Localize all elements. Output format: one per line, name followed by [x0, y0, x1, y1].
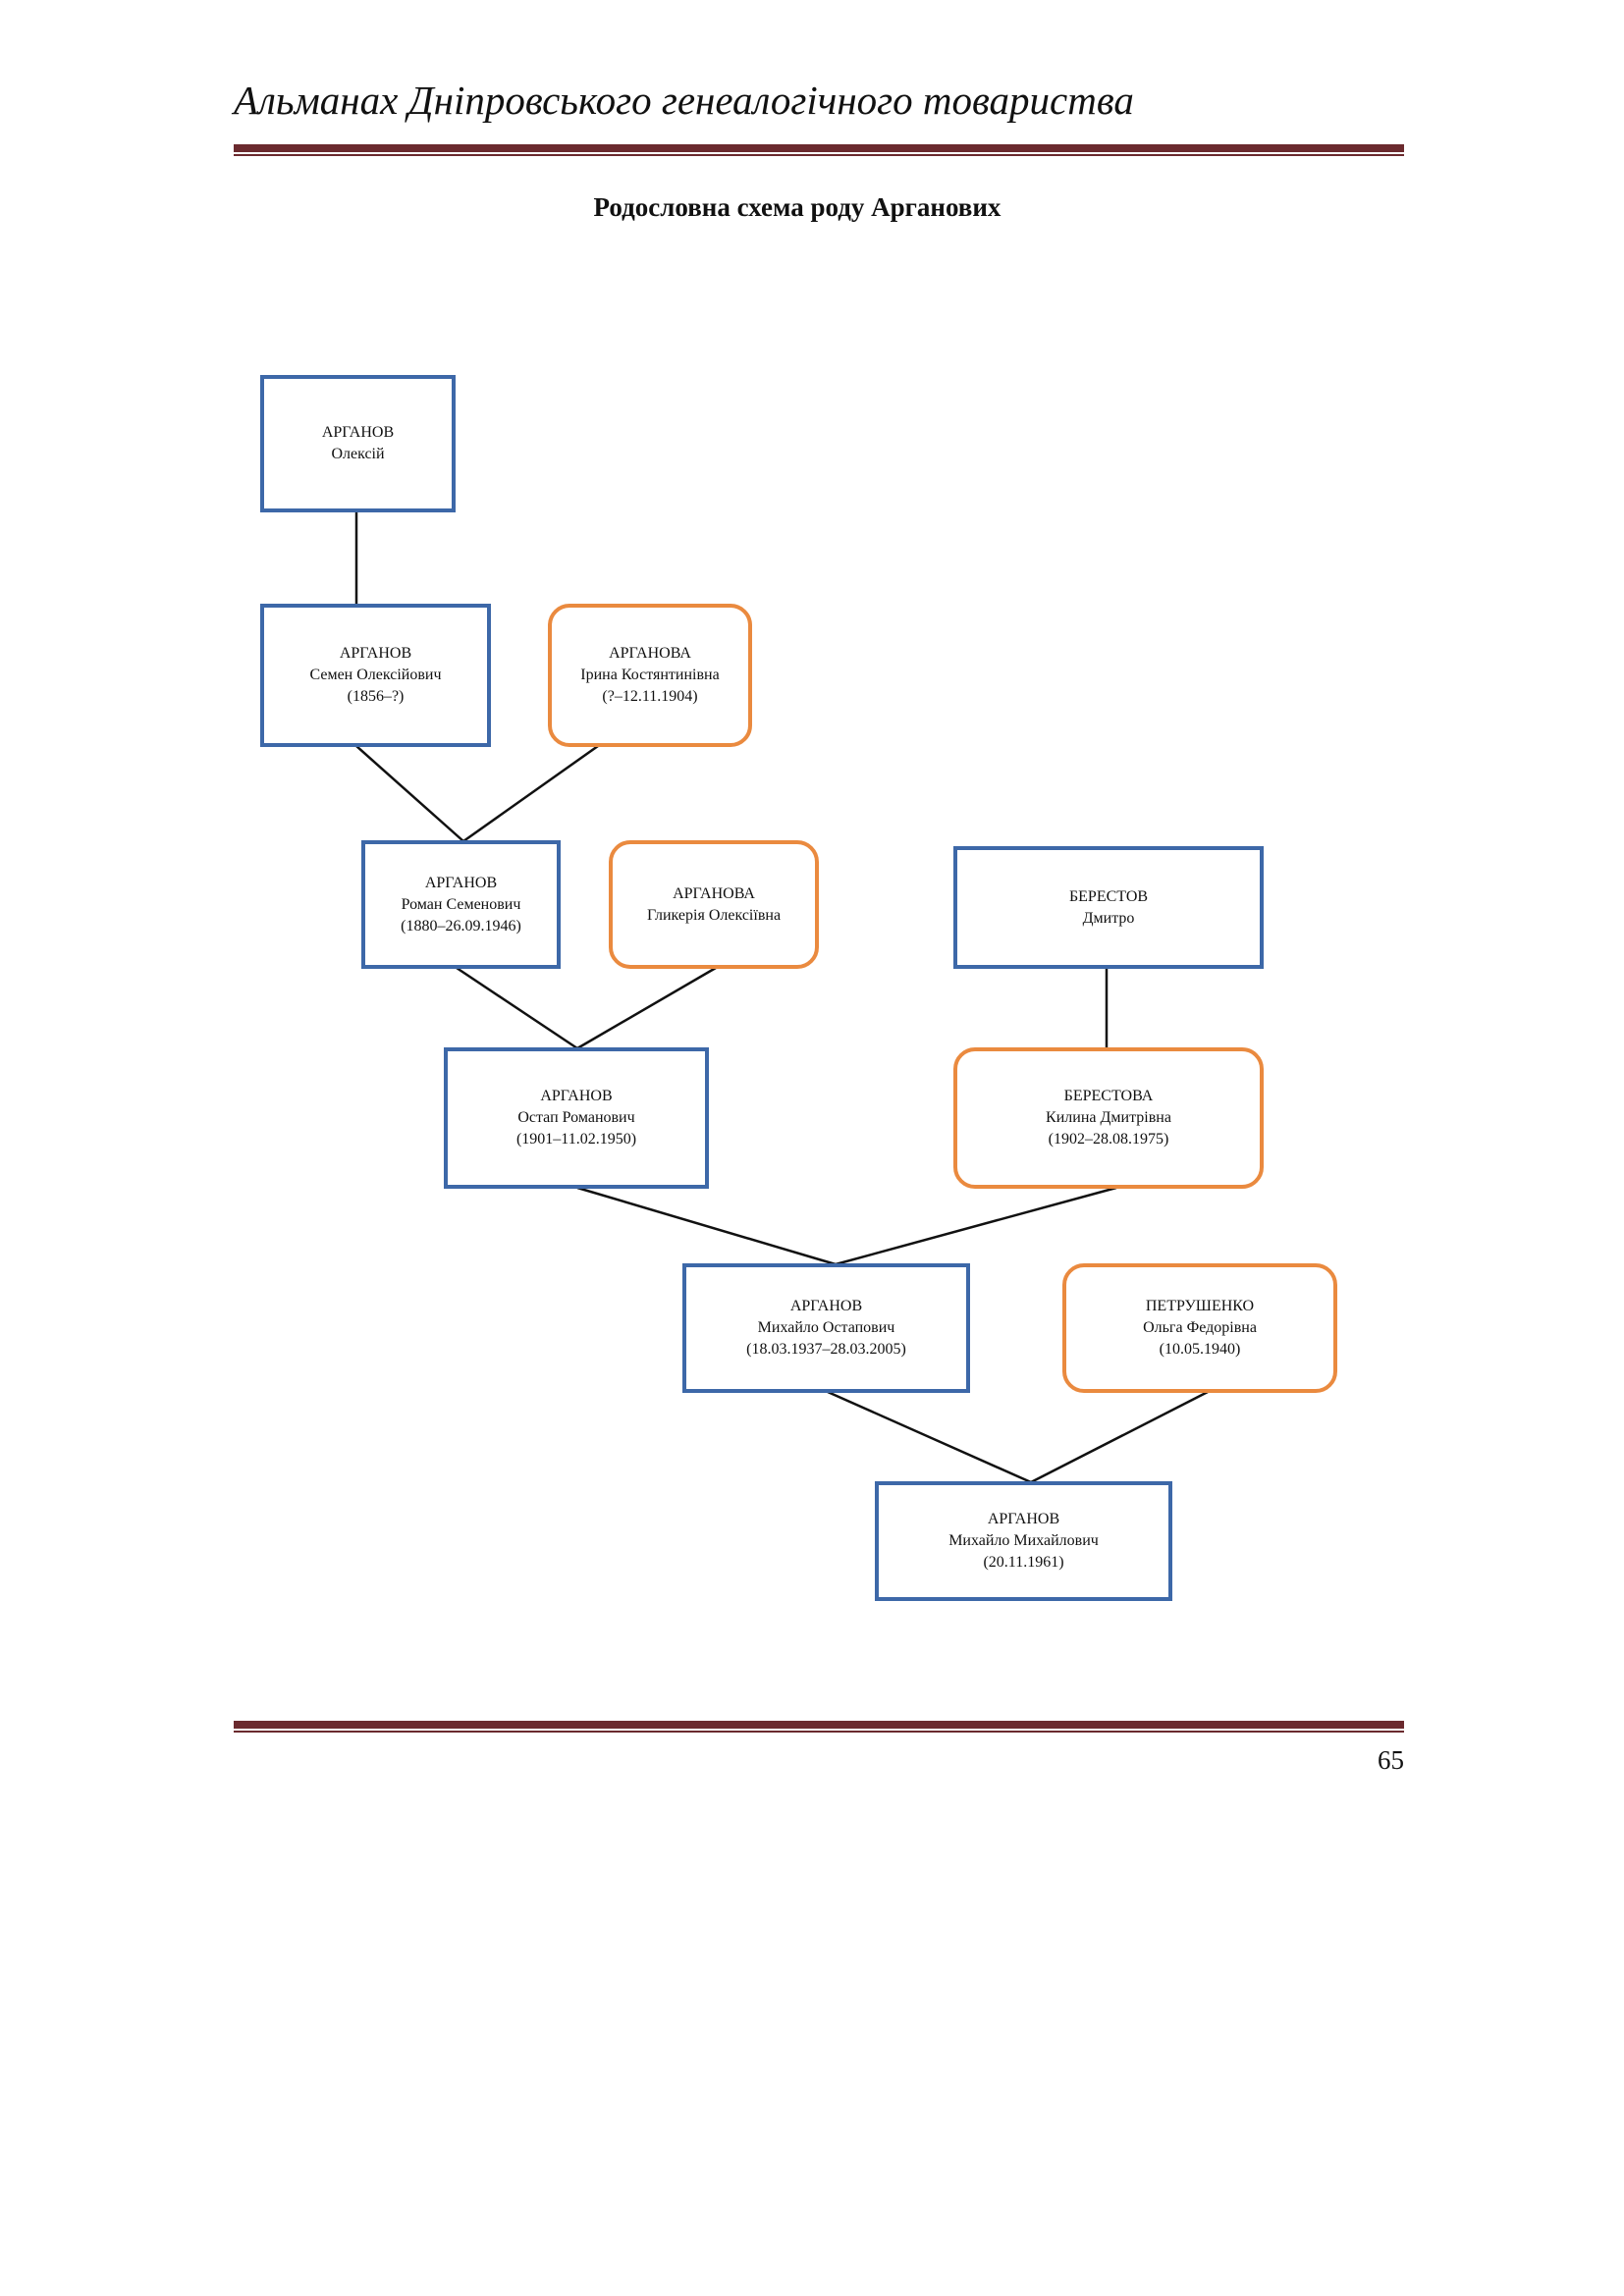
header-rule	[234, 144, 1404, 156]
footer-rule	[234, 1721, 1404, 1733]
person-surname: ПЕТРУШЕНКО	[1145, 1298, 1255, 1314]
person-surname: БЕРЕСТОВ	[1068, 887, 1149, 905]
person-box-iryna: АРГАНОВА Ірина Костянтинівна (?–12.11.19…	[548, 604, 752, 747]
person-box-roman: АРГАНОВ Роман Семенович (1880–26.09.1946…	[361, 840, 561, 969]
person-dates: (1856–?)	[347, 688, 405, 705]
person-surname: АРГАНОВ	[339, 645, 412, 662]
connector-semen-roman	[355, 745, 464, 842]
diagram-title: Родословна схема роду Арганових	[593, 192, 1001, 222]
person-given-name: Ольга Федорівна	[1143, 1319, 1257, 1336]
person-surname: АРГАНОВ	[987, 1511, 1060, 1527]
connector-kylyna-mykhailo	[835, 1186, 1117, 1266]
person-dates: (1902–28.08.1975)	[1048, 1131, 1169, 1148]
person-surname: АРГАНОВ	[789, 1298, 863, 1314]
page-number: 65	[1378, 1745, 1404, 1775]
connector-roman-ostap	[456, 966, 578, 1050]
person-box-olha: ПЕТРУШЕНКО Ольга Федорівна (10.05.1940)	[1062, 1263, 1337, 1393]
person-box-mykhailo-ostapovych: АРГАНОВ Михайло Остапович (18.03.1937–28…	[682, 1263, 970, 1393]
person-dates: (1880–26.09.1946)	[401, 917, 521, 934]
person-dates: (20.11.1961)	[983, 1554, 1064, 1571]
person-box-oleksii: АРГАНОВ Олексій	[260, 375, 456, 512]
person-given-name: Роман Семенович	[401, 895, 521, 913]
person-box-kylyna: БЕРЕСТОВА Килина Дмитрівна (1902–28.08.1…	[953, 1047, 1264, 1189]
person-box-mykhailo-mykhailovych: АРГАНОВ Михайло Михайлович (20.11.1961)	[875, 1481, 1172, 1601]
person-box-dmytro: БЕРЕСТОВ Дмитро	[953, 846, 1264, 969]
person-dates: (10.05.1940)	[1159, 1341, 1241, 1358]
person-given-name: Килина Дмитрівна	[1046, 1109, 1171, 1126]
connector-olha-son	[1030, 1390, 1209, 1484]
connector-hlykeriia-ostap	[576, 966, 717, 1050]
person-given-name: Остап Романович	[517, 1109, 635, 1126]
person-given-name: Михайло Михайлович	[948, 1532, 1099, 1549]
person-box-semen: АРГАНОВ Семен Олексійович (1856–?)	[260, 604, 491, 747]
person-given-name: Ірина Костянтинівна	[580, 667, 720, 683]
connector-mykhailo-son	[827, 1390, 1032, 1484]
person-dates: (?–12.11.1904)	[602, 688, 698, 705]
person-surname: АРГАНОВА	[609, 645, 691, 662]
person-surname: АРГАНОВ	[540, 1088, 613, 1104]
person-given-name: Михайло Остапович	[757, 1319, 895, 1336]
person-given-name: Семен Олексійович	[309, 667, 442, 683]
person-box-hlykeriia: АРГАНОВА Гликерія Олексіївна	[609, 840, 819, 969]
person-given-name: Олексій	[331, 446, 385, 462]
person-given-name: Дмитро	[1082, 909, 1135, 927]
person-dates: (1901–11.02.1950)	[515, 1131, 637, 1148]
person-box-ostap: АРГАНОВ Остап Романович (1901–11.02.1950…	[444, 1047, 709, 1189]
person-given-name: Гликерія Олексіївна	[646, 906, 782, 924]
person-surname: АРГАНОВА	[673, 884, 755, 902]
connector-iryna-roman	[462, 744, 599, 843]
person-surname: БЕРЕСТОВА	[1063, 1088, 1154, 1104]
connector-ostap-mykhailo	[576, 1186, 837, 1266]
running-header: Альманах Дніпровського генеалогічного то…	[234, 78, 1134, 123]
person-dates: (18.03.1937–28.03.2005)	[746, 1341, 906, 1358]
person-surname: АРГАНОВ	[424, 874, 498, 891]
person-surname: АРГАНОВ	[321, 424, 395, 441]
